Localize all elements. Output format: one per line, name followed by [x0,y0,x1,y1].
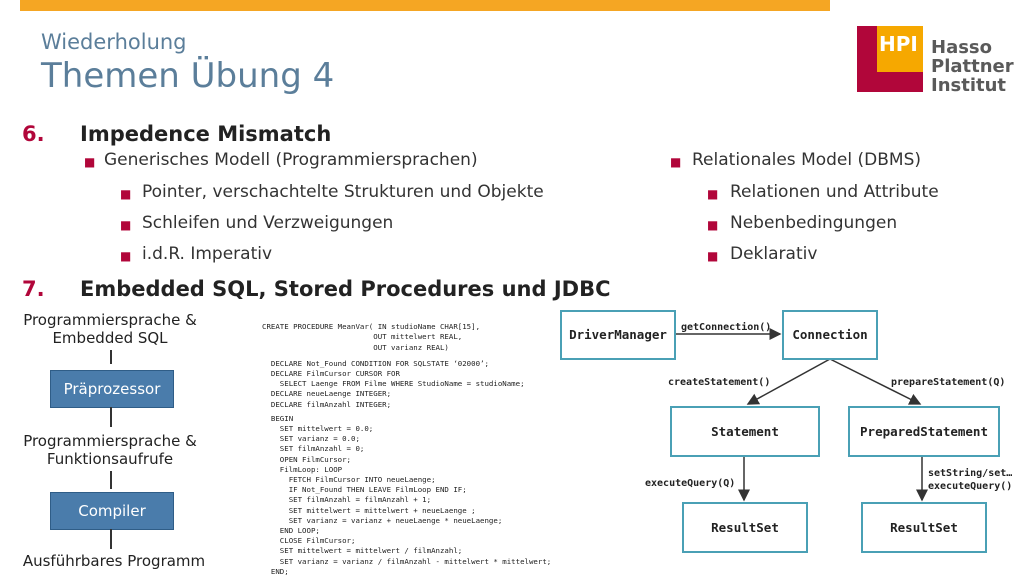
drivermanager-node: DriverManager [560,310,676,360]
top-accent-bar [20,0,830,11]
edge-label: executeQuery(Q) [645,478,736,489]
section-heading: Embedded SQL, Stored Procedures und JDBC [80,277,611,301]
edge-label: createStatement() [668,377,771,388]
preparedstatement-node: PreparedStatement [848,406,1000,457]
edge-label: executeQuery() [928,481,1013,492]
flow-arrow [110,471,112,489]
statement-node: Statement [670,406,820,457]
flow-step-intermediate: Programmiersprache & Funktionsaufrufe [23,432,197,468]
logo-mark: HPI [879,32,918,56]
logo-square-orange [877,26,923,72]
flow-arrow [110,529,112,549]
edge-label: getConnection() [681,322,772,333]
stored-procedure-code: CREATE PROCEDURE MeanVar( IN studioName … [262,322,552,576]
flow-step-source: Programmiersprache & Embedded SQL [23,311,197,347]
flow-arrow [110,407,112,427]
bullet-item: i.d.R. Imperativ [142,244,273,264]
bullet-item: Schleifen und Verzweigungen [142,213,394,233]
preprocessor-box: Präprozessor [50,370,174,408]
section-number: 6. [22,122,45,146]
flow-arrow [110,350,112,364]
bullet-label: Generisches Modell (Programmiersprachen) [104,150,478,170]
resultset-node: ResultSet [861,502,987,553]
edge-label: prepareStatement(Q) [891,377,1006,388]
bullet-item: Deklarativ [730,244,818,264]
bullet-item: Relationen und Attribute [730,182,939,202]
compiler-box: Compiler [50,492,174,530]
bullet-item: Nebenbedingungen [730,213,898,233]
bullet-item: Pointer, verschachtelte Strukturen und O… [142,182,544,202]
bullet-label: Relationales Model (DBMS) [692,150,921,170]
slide-title: Themen Übung 4 [41,56,335,96]
section-heading: Impedence Mismatch [80,122,332,146]
flow-step-result: Ausführbares Programm [22,552,206,570]
edge-label: setString/set… [928,468,1013,479]
section-number: 7. [22,277,45,301]
slide-subtitle: Wiederholung [41,30,187,54]
connection-node: Connection [782,310,878,360]
resultset-node: ResultSet [682,502,808,553]
